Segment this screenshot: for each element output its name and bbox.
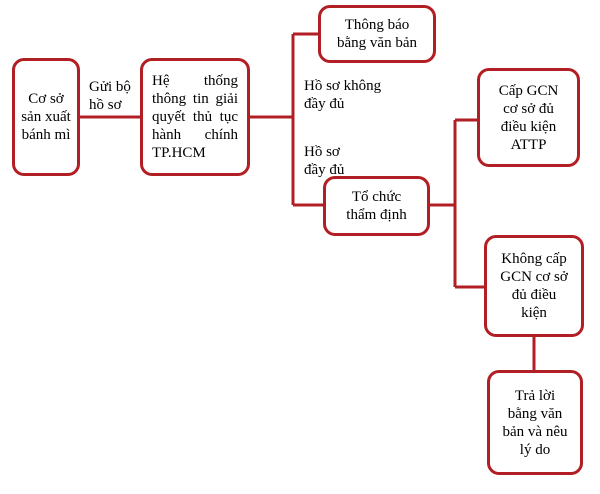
- reply-node: Trả lời bằng văn bản và nêu lý do: [487, 370, 583, 475]
- bakery-node: Cơ sở sản xuất bánh mì: [12, 58, 80, 176]
- appraise-label: Tổ chức thẩm định: [346, 189, 407, 223]
- reply-label: Trả lời bằng văn bản và nêu lý do: [502, 387, 568, 458]
- notify-node: Thông báo bằng văn bản: [318, 5, 436, 63]
- deny-node: Không cấp GCN cơ sở đủ điều kiện: [484, 235, 584, 337]
- edge-label-complete: Hồ sơ đầy đủ: [304, 144, 345, 178]
- bakery-label: Cơ sở sản xuất bánh mì: [21, 91, 71, 143]
- system-node: Hệ thống thông tin giải quyết thủ tục hà…: [140, 58, 250, 176]
- notify-label: Thông báo bằng văn bản: [337, 17, 417, 51]
- edge-label-submit: Gửi bộ hồ sơ: [89, 79, 131, 113]
- edge-label-incomplete: Hồ sơ không đầy đủ: [304, 78, 382, 112]
- grant-node: Cấp GCN cơ sở đủ điều kiện ATTP: [477, 68, 580, 167]
- system-label: Hệ thống thông tin giải quyết thủ tục hà…: [152, 73, 238, 161]
- appraise-node: Tổ chức thẩm định: [323, 176, 430, 236]
- deny-label: Không cấp GCN cơ sở đủ điều kiện: [500, 251, 568, 321]
- grant-label: Cấp GCN cơ sở đủ điều kiện ATTP: [498, 82, 559, 153]
